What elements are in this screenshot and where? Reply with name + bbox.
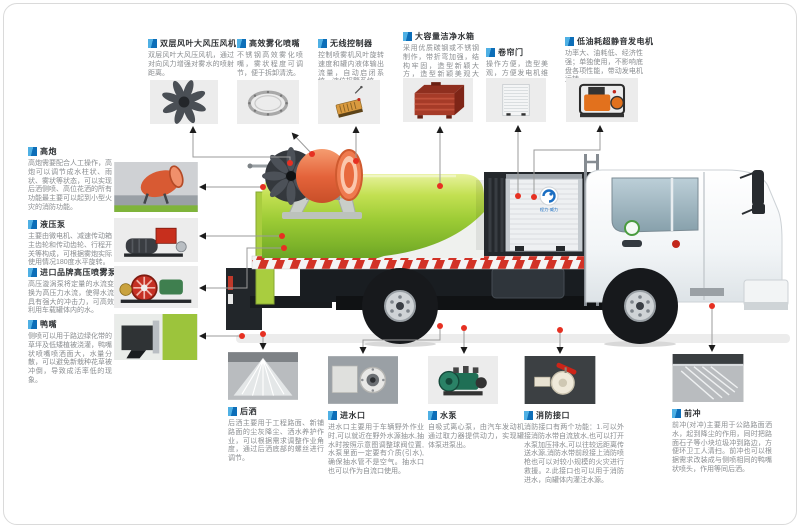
callout-body: 后洒主要用于工程路面、新铺路面的尘灰降尘、洒水养护作业，可以根据需求调整作业角度… [228, 420, 324, 462]
callout-body: 高压漩涡泵将定量的水流变换为高压力水流，使得水流具有强大的冲击力，可高效利用车载… [28, 281, 114, 315]
ground-shadow [236, 334, 790, 343]
leader-lines [189, 125, 716, 354]
side-mirror [752, 170, 764, 206]
water-pump-photo [428, 356, 498, 404]
blue-square-icon [486, 48, 495, 57]
callout-body: 消防接口有两个功能：1.可以外接消防水带自流放水,也可以打开水泵加压排水,可以往… [524, 424, 624, 484]
callout-cannon: 高炮 高炮需要配合人工操作，高炮可以调节成水柱状、雨状、雾状等状态，可以实现后洒… [28, 146, 112, 213]
blue-square-icon [28, 147, 37, 156]
blue-square-icon [672, 409, 681, 418]
watertank-photo [403, 78, 473, 122]
callout-title: 双层风叶大风压风机 [160, 39, 237, 48]
callout-title: 无线控制器 [330, 39, 373, 48]
blue-square-icon [237, 39, 246, 48]
fan-photo [150, 80, 218, 124]
nozzle-ring-photo [237, 80, 299, 124]
callout-title: 低油耗超静音发电机 [577, 37, 654, 46]
callout-rear-spray: 后洒 后洒主要用于工程路面、新铺路面的尘灰降尘、洒水养护作业，可以根据需求调整作… [228, 406, 324, 464]
brand-logo: 程力·威力 [539, 186, 559, 213]
blue-square-icon [228, 407, 237, 416]
callout-fire-connector: 消防接口 消防接口有两个功能：1.可以外接消防水带自流放水,也可以打开水泵加压排… [524, 410, 624, 485]
rollerdoor-photo [486, 78, 546, 122]
door-emblem [624, 220, 640, 236]
callout-title: 前冲 [684, 409, 701, 418]
blue-square-icon [328, 411, 337, 420]
blue-square-icon [428, 411, 437, 420]
callout-duckbill: 鸭嘴 侧喷可以用于路边绿化带的草坪及低矮植被浇灌，鸭嘴状喷嘴喷洒面大，水量分散，… [28, 319, 112, 386]
roller-door: 程力·威力 [505, 178, 583, 252]
callout-water-inlet: 进水口 进水口主要用于车辆野外作业时,可以就近在野外水源抽水,抽水时按照示意图调… [328, 410, 424, 477]
remote-controller-photo [318, 80, 380, 124]
callout-title: 高炮 [40, 147, 57, 156]
truck-chassis [251, 255, 636, 310]
callout-nozzle: 高效雾化喷嘴 不锈钢高效雾化喷嘴，雾状程度可调节，便于拆卸清洗。 [237, 38, 303, 78]
callout-fan: 双层风叶大风压风机 双层风叶大风压风机，通过对向风力增强对雾水的喷射距离。 [148, 38, 237, 78]
hp-pump-photo [114, 266, 198, 308]
callout-body: 主要由微电机、减速传动箱主齿轮和传动齿轮、行程开关等构成，可根据雾炮实际使用情况… [28, 233, 112, 267]
callout-title: 液压泵 [40, 220, 66, 229]
callout-title: 鸭嘴 [40, 320, 57, 329]
callout-body: 自吸式离心泵，由汽车发动机通过取力器提供动力，实现罐体泵进泵出。 [428, 424, 524, 449]
door-handle [622, 240, 642, 247]
door-logo-text: 程力·威力 [540, 206, 558, 213]
generator-photo [566, 78, 638, 122]
cannon-photo [114, 162, 198, 212]
blue-square-icon [318, 39, 327, 48]
fire-connector-photo [524, 356, 596, 404]
callout-body: 双层风叶大风压风机，通过对向风力增强对雾水的喷射距离。 [148, 52, 234, 77]
blue-square-icon [565, 37, 574, 46]
callout-body: 前冲(对冲)主要用于公路路面洒水，起到降尘的作用，同时把路面石子等小块垃圾冲到路… [672, 422, 772, 473]
front-spray-photo [672, 354, 744, 402]
callout-title: 卷帘门 [498, 48, 524, 57]
blue-square-icon [524, 411, 533, 420]
callout-title: 水泵 [440, 411, 457, 420]
rear-wheel [362, 268, 438, 347]
callout-body: 侧喷可以用于路边绿化带的草坪及低矮植被浇灌，鸭嘴状喷嘴喷洒面大，水量分散，可以避… [28, 333, 112, 384]
callout-body: 高炮需要配合人工操作，高炮可以调节成水柱状、雨状、雾状等状态，可以实现后洒侧喷、… [28, 160, 112, 211]
water-inlet-photo [328, 356, 398, 404]
callout-title: 进口品牌高压喷雾泵 [40, 268, 117, 277]
callout-body: 不锈钢高效雾化喷嘴，雾状程度可调节，便于拆卸清洗。 [237, 52, 303, 77]
blue-square-icon [403, 32, 412, 41]
callout-title: 大容量洁净水箱 [415, 32, 475, 41]
callout-hp-pump: 进口品牌高压喷雾泵 高压漩涡泵将定量的水流变换为高压力水流，使得水流具有强大的冲… [28, 267, 117, 316]
callout-title: 后洒 [240, 407, 257, 416]
blue-square-icon [28, 220, 37, 229]
callout-hydraulic-pump: 液压泵 主要由微电机、减速传动箱主齿轮和传动齿轮、行程开关等构成，可根据雾炮实际… [28, 219, 112, 268]
blue-square-icon [148, 39, 157, 48]
anchor-dots [239, 151, 715, 339]
equipment-compartment: 程力·威力 [484, 172, 594, 256]
blue-square-icon [28, 268, 37, 277]
rear-spray-photo [228, 352, 298, 400]
duckbill-photo [114, 314, 198, 360]
callout-title: 进水口 [340, 411, 366, 420]
callout-title: 高效雾化喷嘴 [249, 39, 300, 48]
callout-body: 进水口主要用于车辆野外作业时,可以就近在野外水源抽水,抽水时按照示意图调整球阀位… [328, 424, 424, 475]
hydraulic-pump-photo [114, 218, 198, 262]
callout-title: 消防接口 [536, 411, 570, 420]
front-wheel [602, 268, 678, 347]
blue-square-icon [28, 320, 37, 329]
callout-front-spray: 前冲 前冲(对冲)主要用于公路路面洒水，起到降尘的作用，同时把路面石子等小块垃圾… [672, 408, 772, 475]
callout-water-pump: 水泵 自吸式离心泵，由汽车发动机通过取力器提供动力，实现罐体泵进泵出。 [428, 410, 524, 450]
